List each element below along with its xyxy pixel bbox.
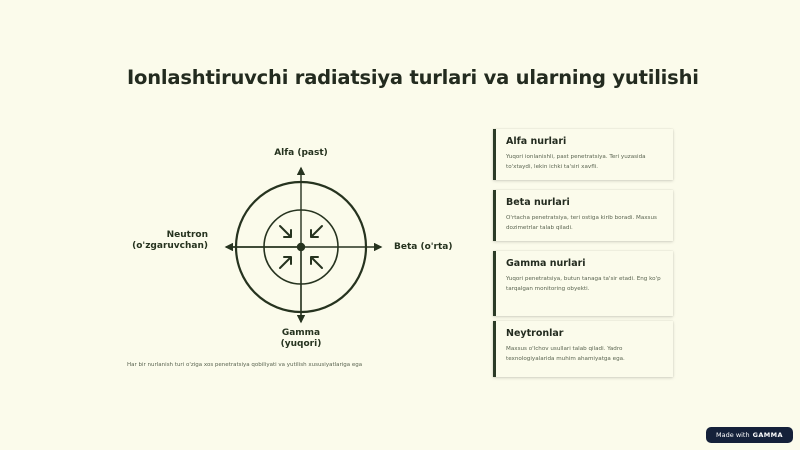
card-text: Yuqori penetratsiya, butun tanaga ta'sir… [506, 276, 661, 292]
card-title: Alfa nurlari [506, 136, 567, 147]
label-gamma-line1: Gamma [281, 328, 321, 338]
badge-brand: GAMMA [752, 431, 783, 439]
badge-prefix: Made with [716, 431, 750, 439]
center-dot [296, 242, 306, 252]
label-neutron-line1: Neutron [166, 230, 208, 240]
made-with-gamma-badge[interactable]: Made with GAMMA [706, 427, 793, 443]
label-gamma-line2: (yuqori) [280, 339, 322, 349]
card-text: Maxsus o'lchov usullari talab qiladi. Ya… [506, 346, 625, 362]
label-neutron-line2: (o'zgaruvchan) [132, 241, 208, 251]
card-title: Beta nurlari [506, 197, 570, 208]
diagram-caption: Har bir nurlanish turi o'ziga xos penetr… [127, 362, 363, 368]
page-title: Ionlashtiruvchi radiatsiya turlari va ul… [127, 66, 699, 89]
label-gamma: Gamma (yuqori) [262, 328, 340, 350]
card-neytron: Neytronlar Maxsus o'lchov usullari talab… [493, 321, 673, 377]
card-alfa: Alfa nurlari Yuqori ionlanishli, past pe… [493, 129, 673, 180]
card-text: O'rtacha penetratsiya, teri ostiga kirib… [506, 215, 657, 231]
inward-arrows [279, 225, 323, 269]
card-beta: Beta nurlari O'rtacha penetratsiya, teri… [493, 190, 673, 241]
card-title: Gamma nurlari [506, 258, 586, 269]
label-neutron: Neutron (o'zgaruvchan) [130, 230, 208, 252]
inner-circle [263, 209, 339, 285]
card-title: Neytronlar [506, 328, 564, 339]
label-beta: Beta (o'rta) [394, 242, 453, 252]
card-gamma: Gamma nurlari Yuqori penetratsiya, butun… [493, 251, 673, 316]
label-alfa: Alfa (past) [274, 148, 328, 158]
outer-circle [234, 180, 368, 314]
card-text: Yuqori ionlanishli, past penetratsiya. T… [506, 154, 646, 170]
